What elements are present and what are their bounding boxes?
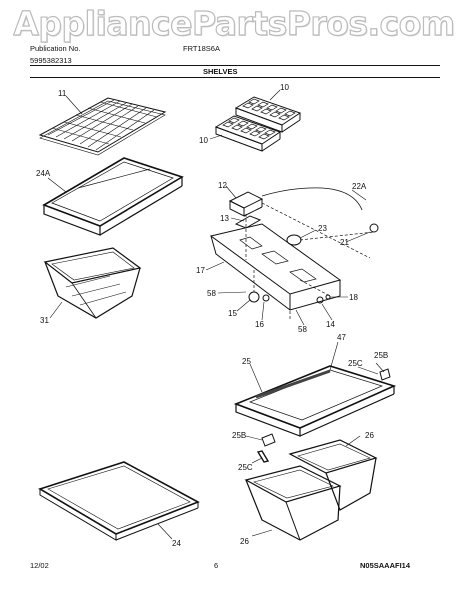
crisper-drawer-26-right bbox=[288, 439, 378, 511]
ice-dispenser-assembly bbox=[209, 187, 379, 311]
callout-26-right: 26 bbox=[365, 431, 374, 440]
publication-number: 5995382313 bbox=[30, 56, 72, 65]
callout-16: 16 bbox=[255, 320, 264, 329]
watermark-logo: AppliancePartsPros.com bbox=[13, 3, 456, 43]
callout-15: 15 bbox=[228, 309, 237, 318]
callout-25c-upper: 25C bbox=[348, 359, 363, 368]
callout-25: 25 bbox=[242, 357, 251, 366]
header-rule-bottom bbox=[30, 77, 440, 78]
callout-58-right: 58 bbox=[298, 325, 307, 334]
callout-23: 23 bbox=[318, 224, 327, 233]
glass-shelf-25 bbox=[233, 365, 397, 437]
ice-tray-upper bbox=[234, 96, 302, 133]
publication-label: Publication No. bbox=[30, 44, 81, 53]
ice-tray-lower bbox=[214, 115, 282, 152]
model-number: FRT18S6A bbox=[183, 44, 220, 53]
footer-page: 6 bbox=[214, 561, 219, 570]
callout-17: 17 bbox=[196, 266, 205, 275]
section-title: SHELVES bbox=[203, 67, 238, 76]
footer-date: 12/02 bbox=[30, 561, 49, 570]
callout-21: 21 bbox=[340, 238, 349, 247]
callout-47: 47 bbox=[337, 333, 346, 342]
callout-25b-lower: 25B bbox=[232, 431, 246, 440]
callout-10-upper: 10 bbox=[280, 83, 289, 92]
wire-shelf-part bbox=[38, 97, 167, 156]
callout-14: 14 bbox=[326, 320, 335, 329]
callout-labels: 11 10 10 24A 12 22A 13 23 21 17 58 15 16… bbox=[36, 83, 388, 548]
callout-26-left: 26 bbox=[240, 537, 249, 546]
glass-shelf-24a bbox=[42, 157, 184, 236]
shelf-brackets bbox=[256, 368, 391, 463]
callout-24: 24 bbox=[172, 539, 181, 548]
crisper-drawer-31 bbox=[43, 247, 142, 319]
callout-25b-upper: 25B bbox=[374, 351, 388, 360]
callout-25c-lower: 25C bbox=[238, 463, 253, 472]
callout-12: 12 bbox=[218, 181, 227, 190]
leader-dashes bbox=[245, 202, 375, 320]
glass-shelf-24 bbox=[38, 461, 200, 541]
crisper-drawer-26-left bbox=[244, 465, 342, 541]
callout-18: 18 bbox=[349, 293, 358, 302]
callout-58-left: 58 bbox=[207, 289, 216, 298]
callout-11: 11 bbox=[58, 89, 67, 98]
callout-31: 31 bbox=[40, 316, 49, 325]
callout-22a: 22A bbox=[352, 182, 367, 191]
callout-10-lower: 10 bbox=[199, 136, 208, 145]
header-rule-top bbox=[30, 65, 440, 66]
callout-13: 13 bbox=[220, 214, 229, 223]
callout-24a: 24A bbox=[36, 169, 51, 178]
footer-code: N05SAAAFI14 bbox=[360, 561, 411, 570]
callout-leaders bbox=[47, 89, 385, 540]
